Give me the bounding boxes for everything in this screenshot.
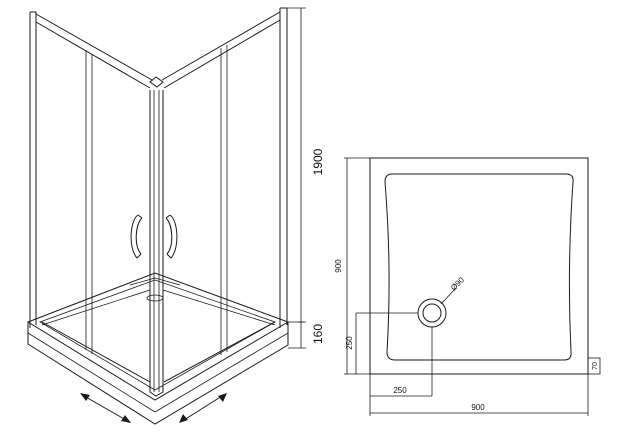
tray-plan-view: Ø90 900 250 250 900 70 [334, 157, 601, 416]
left-panel-frame [29, 11, 153, 383]
drain-offset-x-label: 250 [393, 386, 407, 395]
enclosure-tray [26, 272, 290, 425]
shower-enclosure-3d: 1900 160 [26, 7, 325, 425]
sliding-arrows [80, 393, 227, 423]
height-dimension [287, 7, 306, 349]
tray-height-label: 160 [311, 324, 325, 344]
right-panel-frame [161, 7, 288, 383]
depth-label: 900 [334, 259, 343, 273]
tray-basin [384, 173, 574, 361]
tray-outline [369, 157, 589, 375]
drain-diameter-label: Ø90 [449, 275, 466, 292]
drain-offset-y-label: 250 [345, 336, 354, 350]
height-label: 1900 [311, 148, 325, 175]
door-handles [130, 214, 178, 259]
tray-side-height-label: 70 [592, 362, 599, 370]
width-label: 900 [471, 403, 485, 412]
drain [417, 287, 457, 328]
corner-post [149, 76, 164, 397]
